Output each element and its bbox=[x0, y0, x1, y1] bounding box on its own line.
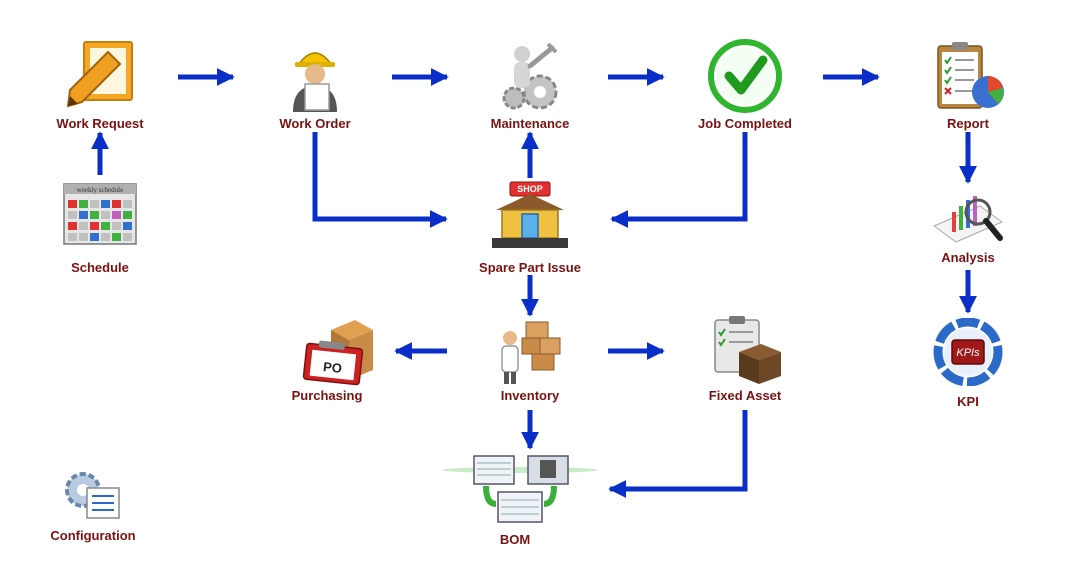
work-request-label: Work Request bbox=[56, 116, 144, 131]
node-job-completed[interactable]: Job Completed bbox=[670, 38, 820, 131]
arrow-job-completed-to-spare-part-issue bbox=[610, 132, 748, 228]
configuration-label: Configuration bbox=[50, 528, 136, 543]
work-request-icon bbox=[66, 41, 133, 108]
gear-document-icon bbox=[65, 472, 120, 519]
kpi-cycle-icon: KPIs bbox=[933, 318, 1003, 386]
kpi-label: KPI bbox=[957, 394, 979, 409]
schedule-header-text: weekly schedule bbox=[77, 186, 123, 194]
checkmark-icon bbox=[708, 39, 782, 113]
node-bom[interactable]: BOM bbox=[440, 452, 598, 547]
inventory-boxes-icon bbox=[501, 321, 561, 384]
node-fixed-asset[interactable]: Fixed Asset bbox=[670, 314, 820, 403]
node-schedule[interactable]: weekly schedule bbox=[25, 182, 175, 275]
spare-part-issue-label: Spare Part Issue bbox=[479, 260, 581, 275]
node-spare-part-issue[interactable]: SHOP Spare Part Issue bbox=[455, 180, 605, 275]
node-report[interactable]: Report bbox=[893, 38, 1043, 131]
maintenance-icon bbox=[502, 42, 558, 110]
kpi-badge-text: KPIs bbox=[956, 347, 980, 359]
node-analysis[interactable]: Analysis bbox=[893, 188, 1043, 265]
inventory-label: Inventory bbox=[500, 388, 560, 403]
node-inventory[interactable]: Inventory bbox=[455, 318, 605, 403]
calendar-icon: weekly schedule bbox=[63, 183, 137, 245]
fixed-asset-icon bbox=[714, 316, 781, 384]
maintenance-label: Maintenance bbox=[490, 116, 570, 131]
node-work-order[interactable]: Work Order bbox=[240, 38, 390, 131]
arrow-work-order-to-spare-part-issue bbox=[312, 132, 448, 228]
arrow-fixed-asset-to-bom bbox=[608, 410, 748, 498]
po-text: PO bbox=[323, 359, 343, 376]
node-maintenance[interactable]: Maintenance bbox=[455, 38, 605, 131]
purchasing-label: Purchasing bbox=[291, 388, 363, 403]
work-order-label: Work Order bbox=[279, 116, 351, 131]
bom-icon bbox=[442, 455, 598, 523]
shop-icon: SHOP bbox=[492, 181, 568, 248]
schedule-label: Schedule bbox=[71, 260, 129, 275]
node-purchasing[interactable]: PO Purchasing bbox=[252, 318, 402, 403]
bom-label: BOM bbox=[499, 532, 531, 547]
shop-sign-text: SHOP bbox=[517, 184, 543, 194]
node-kpi[interactable]: KPIs KPI bbox=[893, 318, 1043, 409]
purchase-order-icon: PO bbox=[302, 320, 373, 386]
analysis-label: Analysis bbox=[941, 250, 995, 265]
node-configuration[interactable]: Configuration bbox=[18, 468, 168, 543]
fixed-asset-label: Fixed Asset bbox=[708, 388, 782, 403]
job-completed-label: Job Completed bbox=[698, 116, 792, 131]
report-label: Report bbox=[947, 116, 989, 131]
worker-icon bbox=[293, 52, 337, 112]
node-work-request[interactable]: Work Request bbox=[25, 38, 175, 131]
report-icon bbox=[937, 42, 1004, 109]
analysis-chart-icon bbox=[932, 196, 1004, 243]
